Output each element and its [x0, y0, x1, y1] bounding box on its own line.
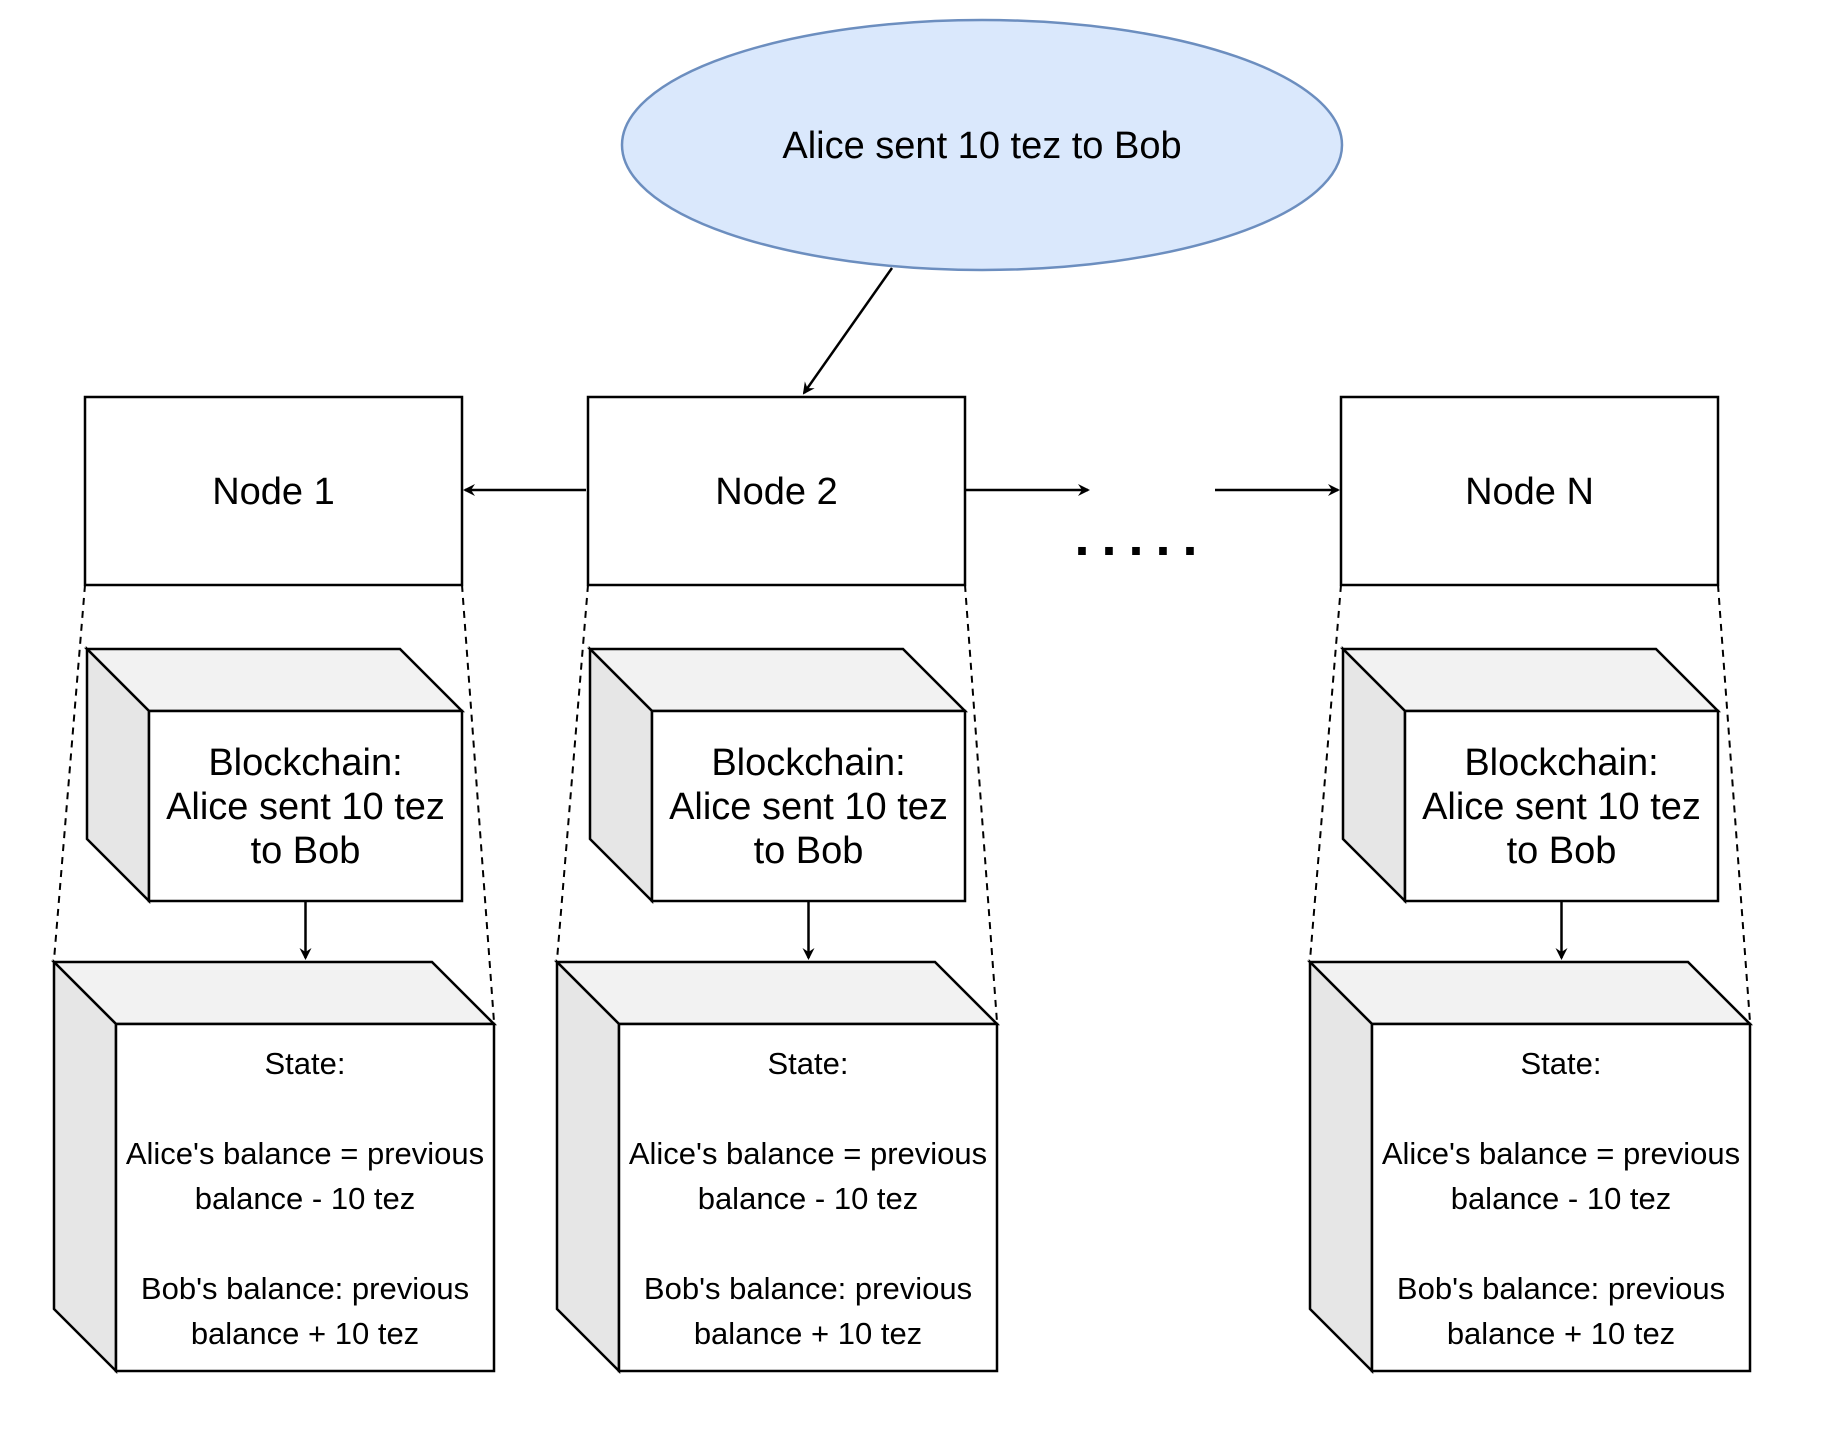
node-n-blockchain-cube-top-face [1339, 647, 1722, 713]
node-n-blockchain-cube-front-face [1403, 709, 1720, 903]
node-1-state-line: balance + 10 tez [191, 1316, 419, 1351]
node-n-state-cube-side-face [1308, 958, 1374, 1375]
node-1-state-cube-side-face [52, 958, 118, 1375]
node-n-state-line: State: [1521, 1046, 1602, 1081]
node-1-zoom-line-right [461, 584, 495, 1023]
node-n-label: Node N [1465, 471, 1594, 513]
event-ellipse [620, 18, 1344, 272]
node-n-state-cube [1306, 958, 1754, 1375]
node-1-state-line: Bob's balance: previous [141, 1271, 469, 1306]
node-2-blockchain-cube-top-face [586, 647, 969, 713]
node-2-state-line: Bob's balance: previous [644, 1271, 972, 1306]
node-2-zoom-line-left [556, 584, 589, 961]
node-n-blockchain-line: Alice sent 10 tez [1422, 786, 1701, 828]
node-2-label: Node 2 [715, 471, 838, 513]
node-2-state-cube-front-face [617, 1022, 999, 1373]
node-2-blockchain-line: to Bob [754, 830, 864, 872]
node-1-state-cube [50, 958, 498, 1375]
node-2-state-line: Alice's balance = previous [629, 1136, 987, 1171]
node-2-box[interactable] [586, 395, 967, 587]
node-1-blockchain-cube [83, 645, 466, 905]
node-n-state-cube-top-face [1306, 960, 1754, 1026]
ellipsis-dots: ..... [1074, 507, 1209, 567]
node-n-zoom-line-right [1717, 584, 1751, 1023]
node-2-blockchain-cube [586, 645, 969, 905]
node-2-state-cube [553, 958, 1001, 1375]
node-n-state-line: Alice's balance = previous [1382, 1136, 1740, 1171]
event-label: Alice sent 10 tez to Bob [782, 125, 1181, 167]
node-2-blockchain-line: Alice sent 10 tez [669, 786, 948, 828]
node-1-blockchain-line: Blockchain: [208, 742, 402, 784]
node-n-zoom-line-left [1309, 584, 1342, 961]
node-n-state-cube-front-face [1370, 1022, 1752, 1373]
node-1-box[interactable] [83, 395, 464, 587]
node-n-state-line: balance + 10 tez [1447, 1316, 1675, 1351]
node-2-state-line: balance + 10 tez [694, 1316, 922, 1351]
node-n-box[interactable] [1339, 395, 1720, 587]
node-1-blockchain-line: to Bob [251, 830, 361, 872]
node-2-zoom-line-right [964, 584, 998, 1023]
node-n-blockchain-line: to Bob [1507, 830, 1617, 872]
node-1-blockchain-cube-top-face [83, 647, 466, 713]
node-n-blockchain-cube [1339, 645, 1722, 905]
node-1-state-line: balance - 10 tez [195, 1181, 416, 1216]
node-2-state-line: balance - 10 tez [698, 1181, 919, 1216]
node-2-state-cube-top-face [553, 960, 1001, 1026]
node-1-state-line: State: [265, 1046, 346, 1081]
event-to-node-2-arrow [802, 267, 894, 395]
node-n-blockchain-line: Blockchain: [1464, 742, 1658, 784]
node-2-blockchain-cube-front-face [650, 709, 967, 903]
node-1-blockchain-cube-front-face [147, 709, 464, 903]
node-1-label: Node 1 [212, 471, 335, 513]
node-2-state-line: State: [768, 1046, 849, 1081]
node-1-blockchain-line: Alice sent 10 tez [166, 786, 445, 828]
node-1-state-cube-front-face [114, 1022, 496, 1373]
node-1-state-line: Alice's balance = previous [126, 1136, 484, 1171]
node-1-state-cube-top-face [50, 960, 498, 1026]
node-2-blockchain-line: Blockchain: [711, 742, 905, 784]
node-n-state-line: balance - 10 tez [1451, 1181, 1672, 1216]
node-n-state-line: Bob's balance: previous [1397, 1271, 1725, 1306]
node-2-state-cube-side-face [555, 958, 621, 1375]
node-1-zoom-line-left [53, 584, 86, 961]
